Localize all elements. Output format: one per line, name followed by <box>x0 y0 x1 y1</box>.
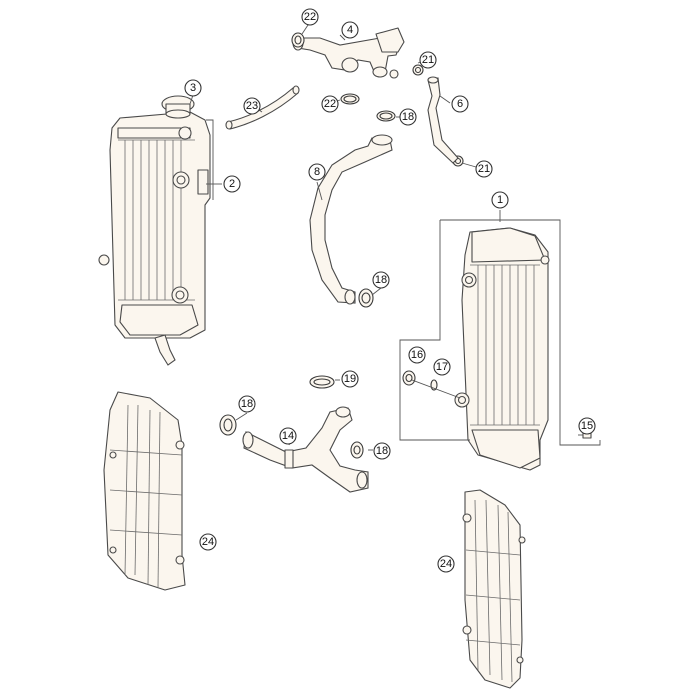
callout-22-bottom: 22 <box>321 95 339 113</box>
callout-label: 6 <box>457 98 463 110</box>
hose-6 <box>427 76 459 164</box>
callout-label: 15 <box>581 420 593 432</box>
callout-1: 1 <box>491 191 509 209</box>
callout-label: 17 <box>436 361 448 373</box>
callout-label: 14 <box>282 430 294 442</box>
callout-24-right: 24 <box>437 555 455 573</box>
callout-2: 2 <box>223 175 241 193</box>
callout-label: 8 <box>314 166 320 178</box>
right-radiator-guard <box>462 489 526 689</box>
callout-label: 18 <box>241 398 253 410</box>
callout-label: 22 <box>304 11 316 23</box>
callout-18-left: 18 <box>238 395 256 413</box>
callout-19: 19 <box>341 370 359 388</box>
callout-label: 18 <box>375 274 387 286</box>
clamp-18-top <box>376 110 396 122</box>
callout-label: 24 <box>440 558 452 570</box>
callout-label: 22 <box>324 98 336 110</box>
callout-label: 23 <box>246 100 258 112</box>
callout-15: 15 <box>578 417 596 435</box>
callout-label: 2 <box>229 178 235 190</box>
left-radiator <box>98 111 211 366</box>
callout-label: 1 <box>497 194 503 206</box>
right-radiator <box>454 227 550 471</box>
callout-label: 24 <box>202 536 214 548</box>
callout-label: 3 <box>190 82 196 94</box>
callout-label: 18 <box>376 445 388 457</box>
callout-21-bottom: 21 <box>475 160 493 178</box>
callout-label: 18 <box>402 111 414 123</box>
clamp-22-top <box>291 32 305 48</box>
clamp-18-left <box>219 414 237 436</box>
callout-18-top: 18 <box>399 108 417 126</box>
left-radiator-guard <box>103 391 186 591</box>
hose-23 <box>225 85 300 130</box>
callout-18-right: 18 <box>373 442 391 460</box>
washer-16 <box>402 370 416 386</box>
clamp-18-middle <box>358 288 374 308</box>
callout-16: 16 <box>408 346 426 364</box>
callout-8: 8 <box>308 163 326 181</box>
callout-24-left: 24 <box>199 533 217 551</box>
callout-label: 4 <box>347 24 353 36</box>
callout-6: 6 <box>451 95 469 113</box>
callout-18-middle: 18 <box>372 271 390 289</box>
callout-3: 3 <box>184 79 202 97</box>
callout-21-top: 21 <box>419 51 437 69</box>
hose-14 <box>242 406 369 493</box>
callout-22-top: 22 <box>301 8 319 26</box>
clamp-21-top <box>412 64 424 76</box>
radiator-cap <box>161 95 195 119</box>
clamp-19 <box>309 375 335 389</box>
assembly-outline-1 <box>399 219 601 446</box>
hose-8 <box>309 134 393 305</box>
callout-label: 16 <box>411 349 423 361</box>
callout-4: 4 <box>341 21 359 39</box>
callout-23: 23 <box>243 97 261 115</box>
callout-label: 21 <box>422 54 434 66</box>
callout-14: 14 <box>279 427 297 445</box>
callout-label: 19 <box>344 373 356 385</box>
callout-17: 17 <box>433 358 451 376</box>
callout-label: 21 <box>478 163 490 175</box>
clamp-18-right <box>350 441 364 459</box>
clamp-22-bottom <box>340 93 360 105</box>
